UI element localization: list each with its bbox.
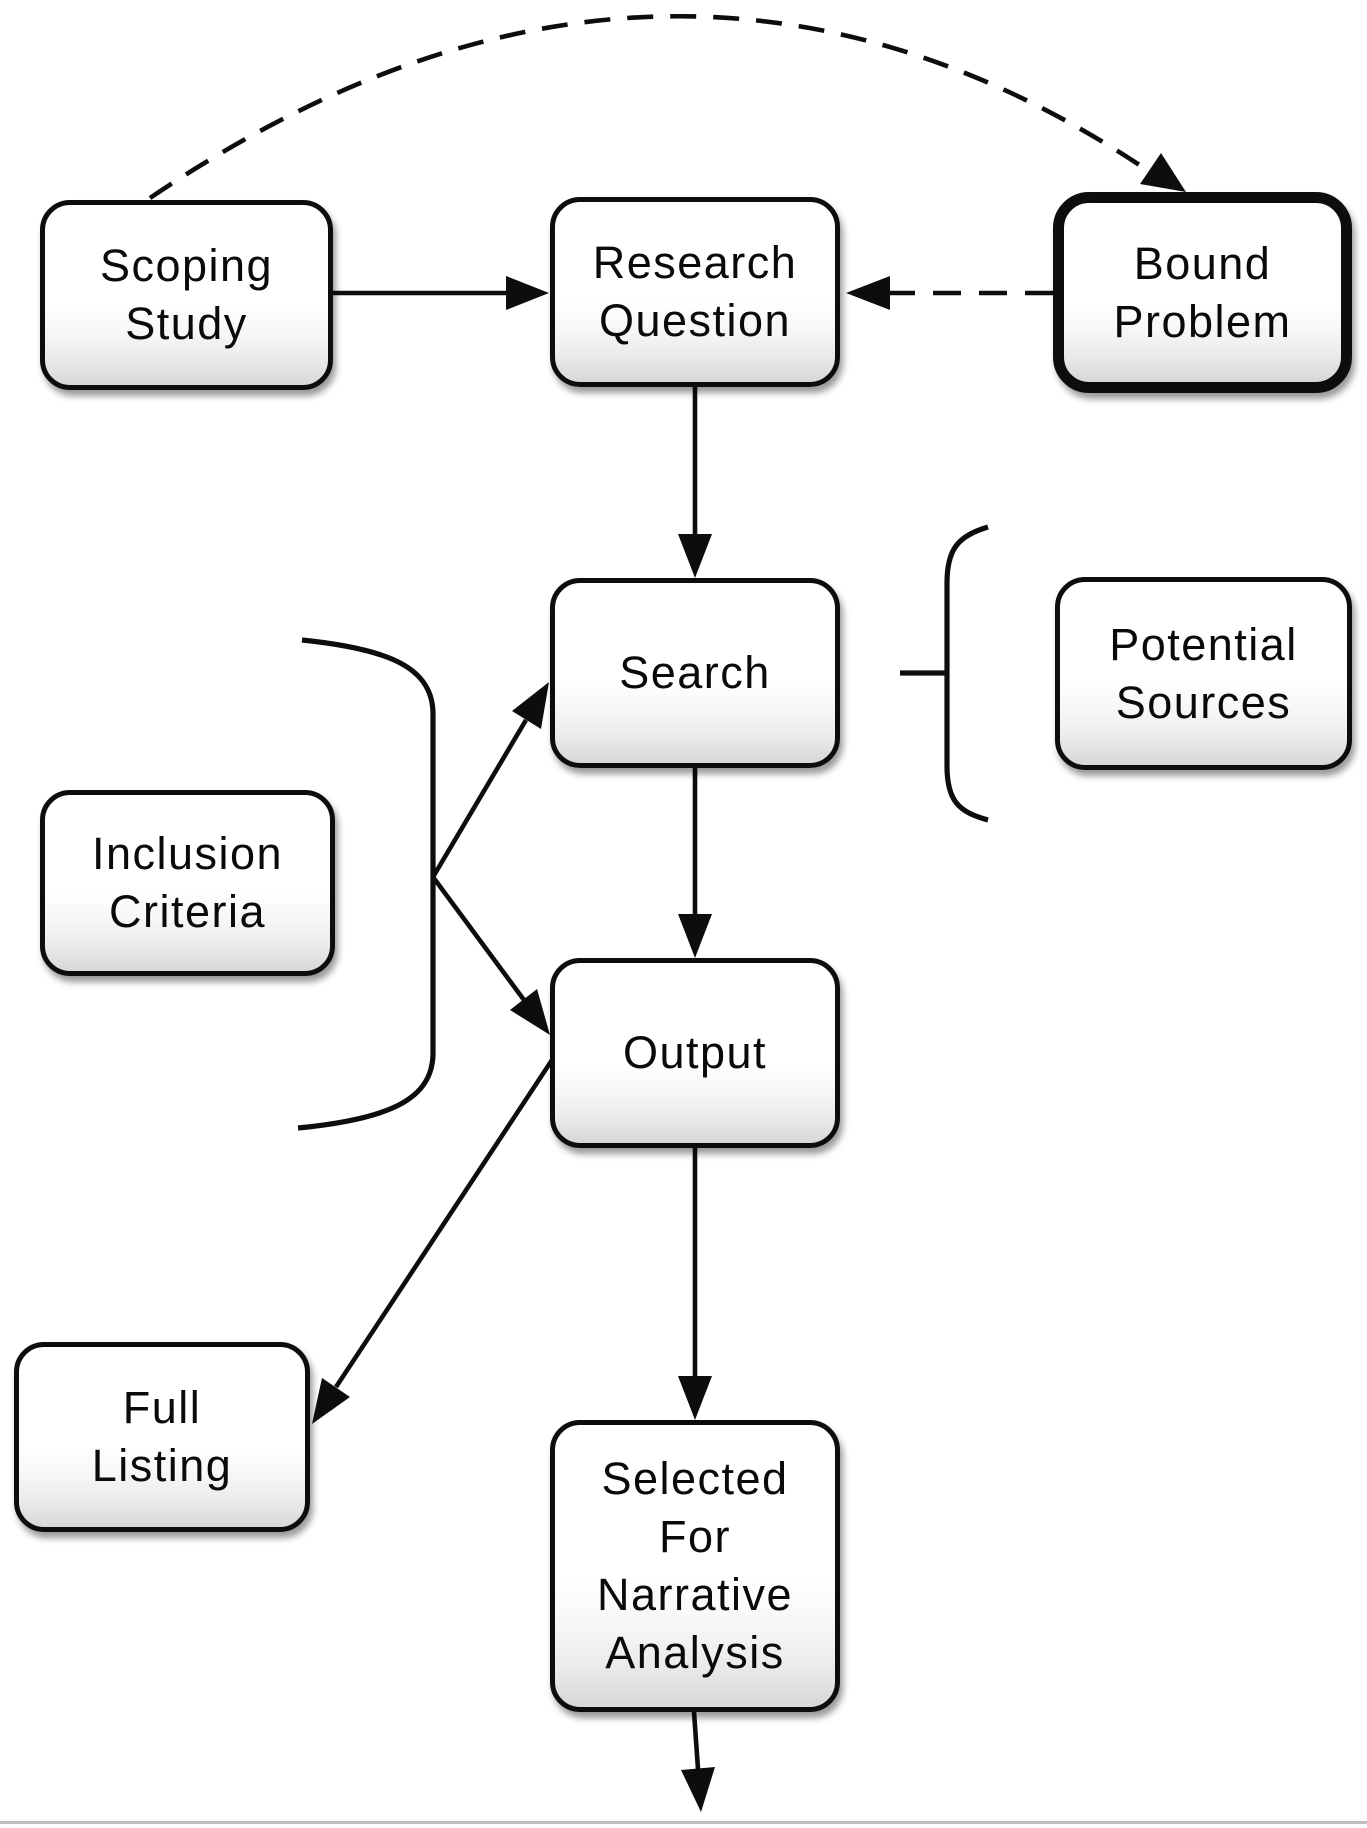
node-full-listing: Full Listing	[14, 1342, 310, 1532]
page-bottom-rule	[0, 1821, 1367, 1824]
arrowhead-into-research-question-right	[846, 276, 890, 310]
node-scoping-study: Scoping Study	[40, 200, 333, 390]
node-selected-label-line2: For	[659, 1511, 731, 1562]
arrowhead-into-research-question-left	[506, 276, 549, 310]
node-full-listing-label-line2: Listing	[91, 1440, 233, 1491]
arrowhead-into-bound-problem	[1140, 153, 1186, 192]
node-scoping-study-label-line2: Study	[125, 298, 248, 349]
arrowhead-into-search-top	[678, 534, 712, 578]
node-potential-sources: Potential Sources	[1055, 577, 1352, 770]
node-inclusion-criteria-label-line2: Criteria	[108, 886, 267, 937]
node-potential-sources-label-line1: Potential	[1109, 618, 1298, 670]
node-inclusion-criteria: Inclusion Criteria	[40, 790, 335, 976]
node-bound-problem: Bound Problem	[1053, 192, 1352, 393]
potential-sources-brace	[944, 524, 989, 823]
arrowhead-into-output-left	[510, 989, 550, 1035]
node-output-label: Output	[622, 1027, 768, 1078]
arrowhead-into-selected-top	[678, 1376, 712, 1420]
node-selected-for-narrative-analysis: Selected For Narrative Analysis	[550, 1420, 840, 1712]
node-inclusion-criteria-label-line1: Inclusion	[91, 828, 284, 879]
node-search-label: Search	[619, 647, 771, 698]
node-bound-problem-label-line1: Bound	[1133, 237, 1272, 289]
arrowhead-into-output-top	[678, 914, 712, 958]
node-research-question-label-line2: Question	[598, 295, 792, 346]
node-research-question: Research Question	[550, 197, 840, 387]
node-selected-label-line3: Narrative	[596, 1569, 794, 1620]
node-selected-label-line1: Selected	[601, 1453, 789, 1504]
node-scoping-study-label-line1: Scoping	[99, 240, 274, 291]
edge-criteria-to-output	[431, 875, 526, 1002]
edge-scoping-to-bound-dashed-arc	[148, 14, 1152, 200]
node-full-listing-label-line1: Full	[122, 1382, 202, 1433]
node-research-question-label-line1: Research	[592, 237, 798, 288]
arrowhead-into-search-left	[512, 682, 549, 729]
edge-output-to-full-listing	[334, 1058, 554, 1389]
node-search: Search	[550, 578, 840, 768]
arrowhead-offpage-bottom	[681, 1767, 715, 1812]
arrowhead-into-full-listing	[312, 1378, 350, 1424]
node-potential-sources-label-line2: Sources	[1115, 676, 1292, 728]
edge-criteria-to-search	[431, 718, 528, 879]
node-output: Output	[550, 958, 840, 1148]
node-selected-label-line4: Analysis	[605, 1627, 785, 1678]
node-bound-problem-label-line2: Problem	[1113, 295, 1292, 347]
inclusion-criteria-brace	[297, 637, 436, 1131]
edge-selected-offpage	[691, 1711, 701, 1770]
